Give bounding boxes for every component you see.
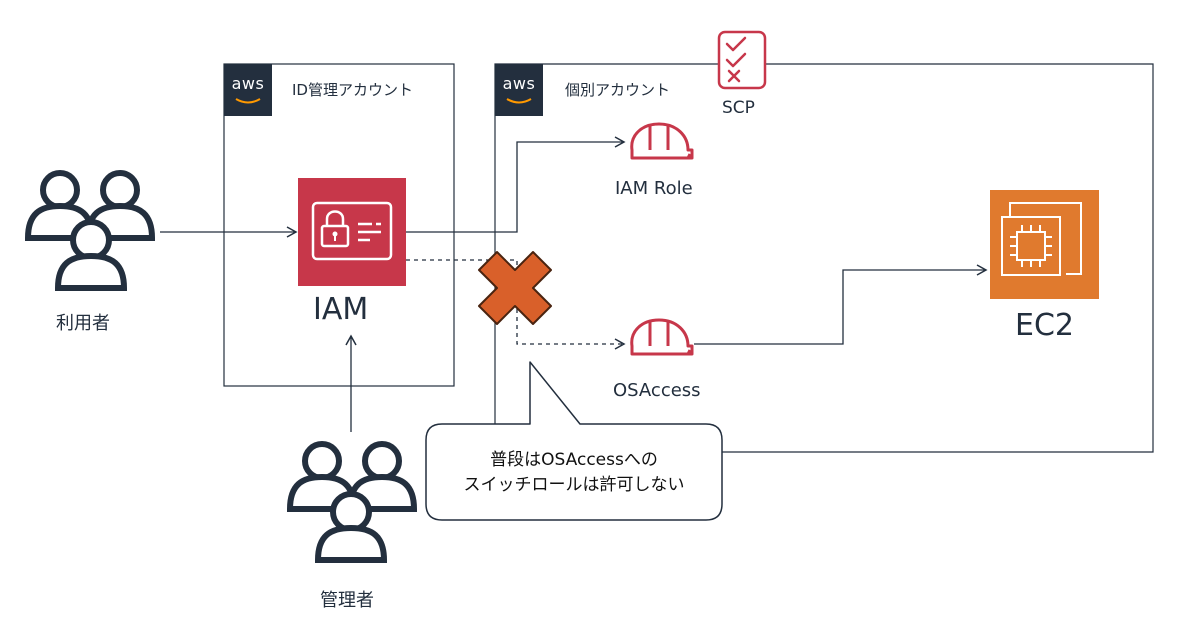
id-account-box <box>223 63 455 387</box>
callout-line-2: スイッチロールは許可しない <box>463 475 685 495</box>
iam-role-label: IAM Role <box>615 178 693 199</box>
helmet-icon <box>630 122 694 160</box>
helmet-icon <box>630 318 694 356</box>
scp-label: SCP <box>722 98 755 118</box>
users-icon <box>24 170 156 291</box>
osaccess-to-ec2-arrow <box>694 264 988 345</box>
member-account-box <box>494 63 1154 453</box>
iam-label: IAM <box>313 292 369 327</box>
users-icon <box>286 441 418 563</box>
iam-identity-icon <box>298 178 406 286</box>
users-label: 利用者 <box>56 313 110 334</box>
callout-bubble <box>425 361 723 521</box>
osaccess-label: OSAccess <box>613 380 701 401</box>
callout-line-1: 普段はOSAccessへの <box>490 450 658 470</box>
iam-to-role-arrow <box>406 136 626 233</box>
aws-smile-icon <box>506 98 532 104</box>
ec2-label: EC2 <box>1015 308 1074 343</box>
chip-icon <box>990 190 1099 299</box>
admins-label: 管理者 <box>320 590 374 611</box>
id-account-label: ID管理アカウント <box>292 81 413 99</box>
aws-smile-icon <box>235 98 261 104</box>
member-account-label: 個別アカウント <box>565 81 671 99</box>
callout-text: 普段はOSAccessへの スイッチロールは許可しない <box>428 448 720 498</box>
checklist-icon <box>717 30 767 90</box>
aws-logo: aws <box>224 64 272 116</box>
cross-icon <box>478 251 552 325</box>
aws-logo: aws <box>495 64 543 116</box>
